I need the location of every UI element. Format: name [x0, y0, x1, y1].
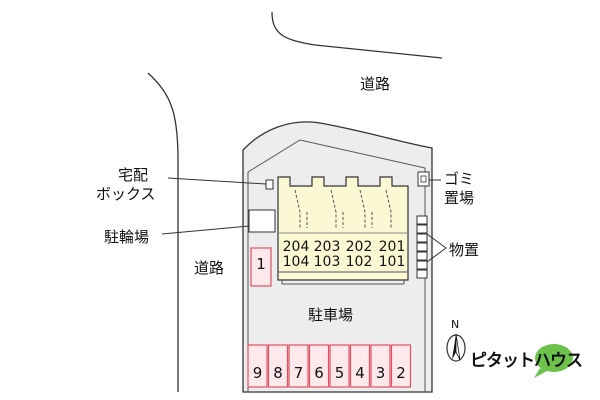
unit-101: 101 — [379, 254, 406, 270]
stair-dashes — [294, 189, 392, 228]
parking-number: 8 — [273, 364, 283, 382]
compass-icon: N — [446, 318, 466, 362]
parking-slot-4: 4 — [349, 344, 371, 388]
compass-north: N — [451, 318, 459, 331]
brand-logo-icon — [534, 344, 573, 378]
parking-number: 3 — [376, 364, 386, 382]
parking-slot-rect — [247, 344, 268, 388]
unit-103: 103 — [314, 254, 341, 270]
parking-number: 5 — [335, 364, 345, 382]
parking-number: 6 — [314, 364, 324, 382]
brand-name: ピタットハウス — [470, 351, 583, 371]
unit-201: 201 — [379, 239, 406, 255]
parking-slot-rect — [267, 344, 289, 388]
bicycle-parking-box — [248, 209, 276, 233]
parking-slot-6: 6 — [308, 344, 330, 388]
bicycle-parking-leader — [161, 225, 250, 235]
parking-slot-1: 1 — [250, 247, 272, 287]
parking-slot-7: 7 — [288, 344, 309, 388]
unit-203: 203 — [314, 239, 341, 255]
takuhai-label-2: ボックス — [96, 185, 156, 203]
parking-slot-rect — [370, 344, 391, 388]
parking-slot-rect — [308, 344, 330, 388]
garbage-label-1: ゴミ — [444, 170, 474, 188]
road-curve-top — [271, 11, 443, 59]
parking-slot-rect — [349, 344, 371, 388]
unit-104: 104 — [283, 254, 310, 270]
storage-leader — [426, 233, 447, 263]
parking-slot-9: 9 — [247, 344, 268, 388]
parking-slot-rect — [329, 344, 350, 388]
unit-102: 102 — [346, 254, 373, 270]
building-outline — [277, 176, 409, 281]
garbage-box-inner — [420, 175, 427, 183]
delivery-box — [265, 179, 274, 190]
building — [277, 176, 409, 285]
parking-number: 7 — [294, 364, 304, 382]
road-curve-left — [147, 72, 179, 392]
parking-number: 1 — [256, 255, 266, 273]
road-label-left: 道路 — [194, 259, 224, 277]
storage-units — [416, 215, 428, 279]
parking-slot-3: 3 — [370, 344, 391, 388]
parking-slot-8: 8 — [267, 344, 289, 388]
parking-slot-5: 5 — [329, 344, 350, 388]
parking-slot-2: 2 — [390, 344, 412, 388]
parking-number: 2 — [396, 364, 406, 382]
parking-slot-rect — [288, 344, 309, 388]
unit-202: 202 — [346, 239, 373, 255]
garbage-label-2: 置場 — [444, 189, 474, 207]
storage-label: 物置 — [449, 241, 479, 259]
delivery-box-leader — [167, 177, 267, 185]
parking-slot-rect — [390, 344, 412, 388]
parking-number: 4 — [355, 364, 365, 382]
takuhai-label-1: 宅配 — [118, 166, 148, 184]
road-label-top: 道路 — [360, 75, 390, 93]
bicycle-parking-label: 駐輪場 — [104, 228, 149, 246]
parking-number: 9 — [253, 364, 263, 382]
parking-lot-label: 駐車場 — [308, 306, 353, 324]
unit-204: 204 — [283, 239, 310, 255]
